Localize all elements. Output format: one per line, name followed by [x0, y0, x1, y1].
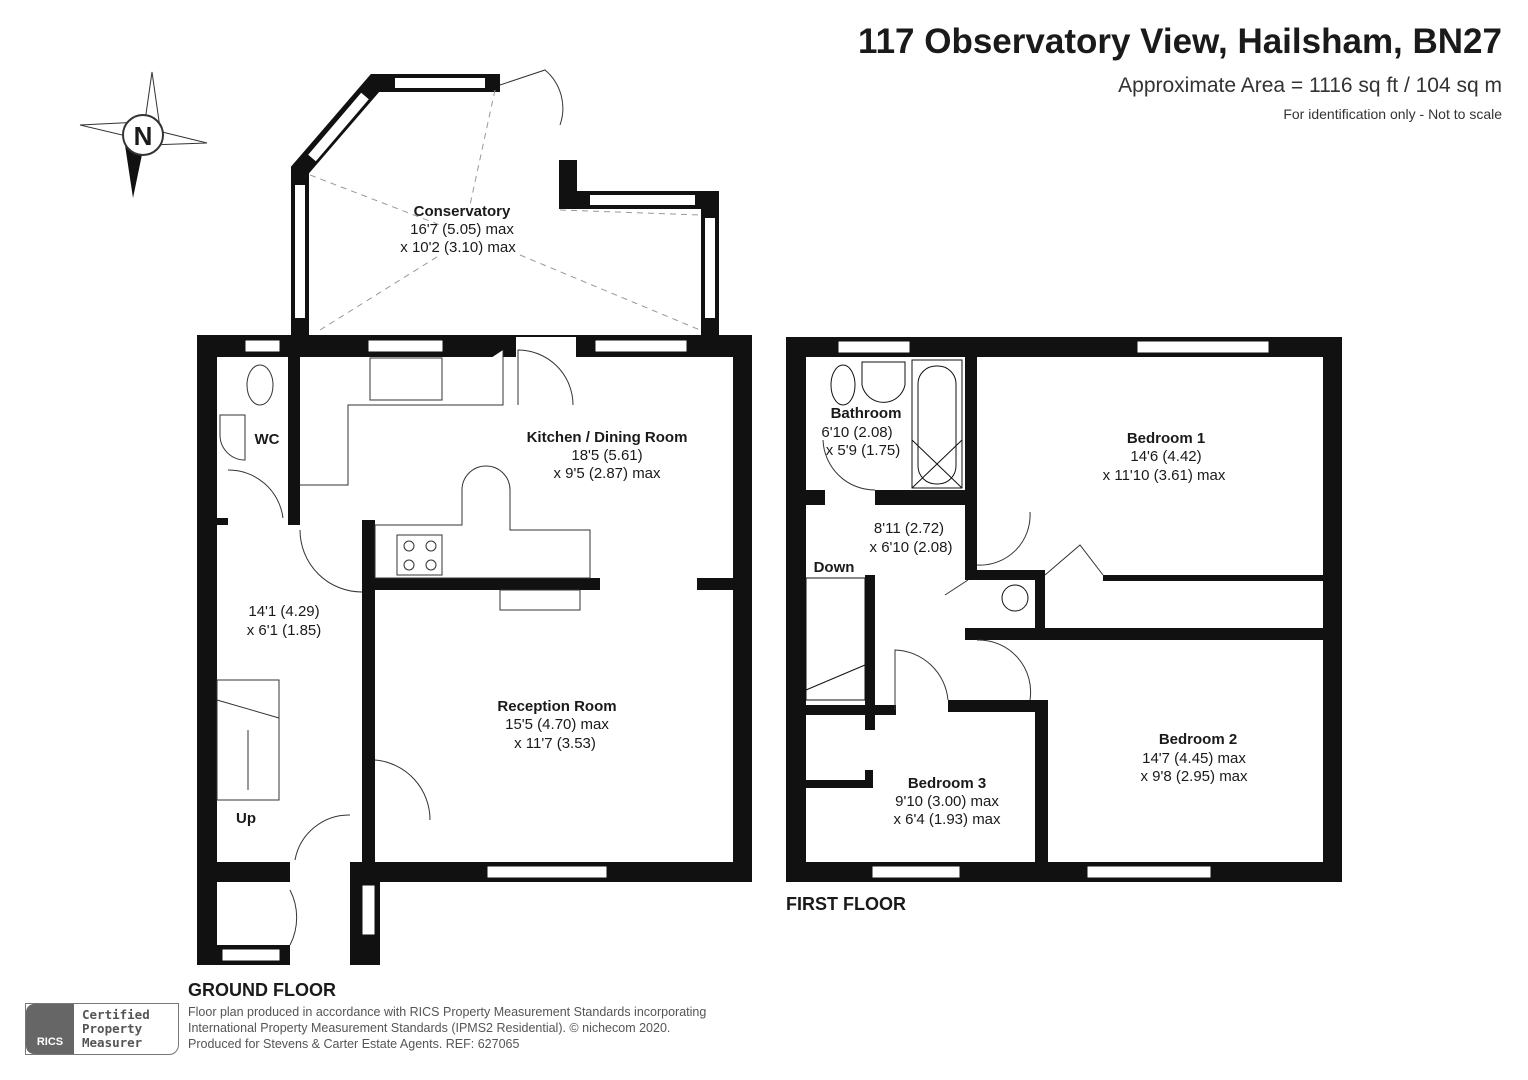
svg-text:x 5'9 (1.75): x 5'9 (1.75)	[826, 442, 901, 459]
cert-line: Property	[82, 1021, 143, 1036]
room-labels: Conservatory 16'7 (5.05) max x 10'2 (3.1…	[188, 203, 1248, 1000]
svg-text:14'6 (4.42): 14'6 (4.42)	[1130, 448, 1201, 465]
footer-line: Produced for Stevens & Carter Estate Age…	[188, 1037, 520, 1051]
svg-text:x 6'4 (1.93) max: x 6'4 (1.93) max	[893, 811, 1001, 828]
svg-text:15'5 (4.70) max: 15'5 (4.70) max	[505, 716, 609, 733]
svg-text:18'5 (5.61): 18'5 (5.61)	[571, 447, 642, 464]
disclaimer-note: For identification only - Not to scale	[1283, 106, 1502, 122]
ground-floor-plan	[197, 69, 752, 965]
svg-text:x 10'2 (3.10) max: x 10'2 (3.10) max	[400, 239, 516, 256]
svg-text:14'7 (4.45) max: 14'7 (4.45) max	[1142, 750, 1246, 767]
svg-text:9'10 (3.00) max: 9'10 (3.00) max	[895, 793, 999, 810]
svg-text:6'10 (2.08): 6'10 (2.08)	[821, 424, 892, 441]
svg-text:x 11'7 (3.53): x 11'7 (3.53)	[514, 735, 596, 752]
compass-icon: N	[79, 71, 208, 198]
svg-text:16'7 (5.05) max: 16'7 (5.05) max	[410, 221, 514, 238]
room-name: Conservatory	[414, 203, 511, 220]
room-name: Bathroom	[831, 405, 902, 422]
svg-text:Up: Up	[236, 810, 256, 827]
room-name: Reception Room	[497, 698, 616, 715]
footer-text: Floor plan produced in accordance with R…	[188, 1004, 706, 1052]
svg-text:x 6'1 (1.85): x 6'1 (1.85)	[247, 622, 322, 639]
room-name: Kitchen / Dining Room	[527, 429, 688, 446]
room-name: Bedroom 3	[908, 775, 986, 792]
floor-label: GROUND FLOOR	[188, 980, 336, 1000]
svg-text:x 6'10 (2.08): x 6'10 (2.08)	[870, 539, 953, 556]
cert-line: Certified	[82, 1007, 150, 1022]
svg-text:N: N	[134, 121, 153, 151]
svg-text:x 9'5 (2.87) max: x 9'5 (2.87) max	[553, 465, 661, 482]
room-name: Bedroom 2	[1159, 731, 1237, 748]
footer-line: International Property Measurement Stand…	[188, 1021, 671, 1035]
first-floor-plan	[786, 337, 1342, 882]
floor-label: FIRST FLOOR	[786, 894, 906, 914]
property-title: 117 Observatory View, Hailsham, BN27	[858, 22, 1502, 61]
approximate-area: Approximate Area = 1116 sq ft / 104 sq m	[1118, 74, 1502, 97]
svg-text:x 11'10 (3.61) max: x 11'10 (3.61) max	[1103, 467, 1226, 484]
svg-text:x 9'8 (2.95) max: x 9'8 (2.95) max	[1140, 768, 1248, 785]
svg-text:14'1 (4.29): 14'1 (4.29)	[248, 603, 319, 620]
room-name: WC	[255, 431, 280, 448]
room-name: Bedroom 1	[1127, 430, 1205, 447]
rics-certified-badge: RICS Certified Property Measurer	[25, 1003, 179, 1055]
svg-text:8'11 (2.72): 8'11 (2.72)	[874, 520, 944, 537]
rics-logo: RICS	[26, 1004, 74, 1054]
footer-line: Floor plan produced in accordance with R…	[188, 1005, 707, 1019]
cert-line: Measurer	[82, 1035, 143, 1050]
svg-text:Down: Down	[814, 559, 855, 576]
